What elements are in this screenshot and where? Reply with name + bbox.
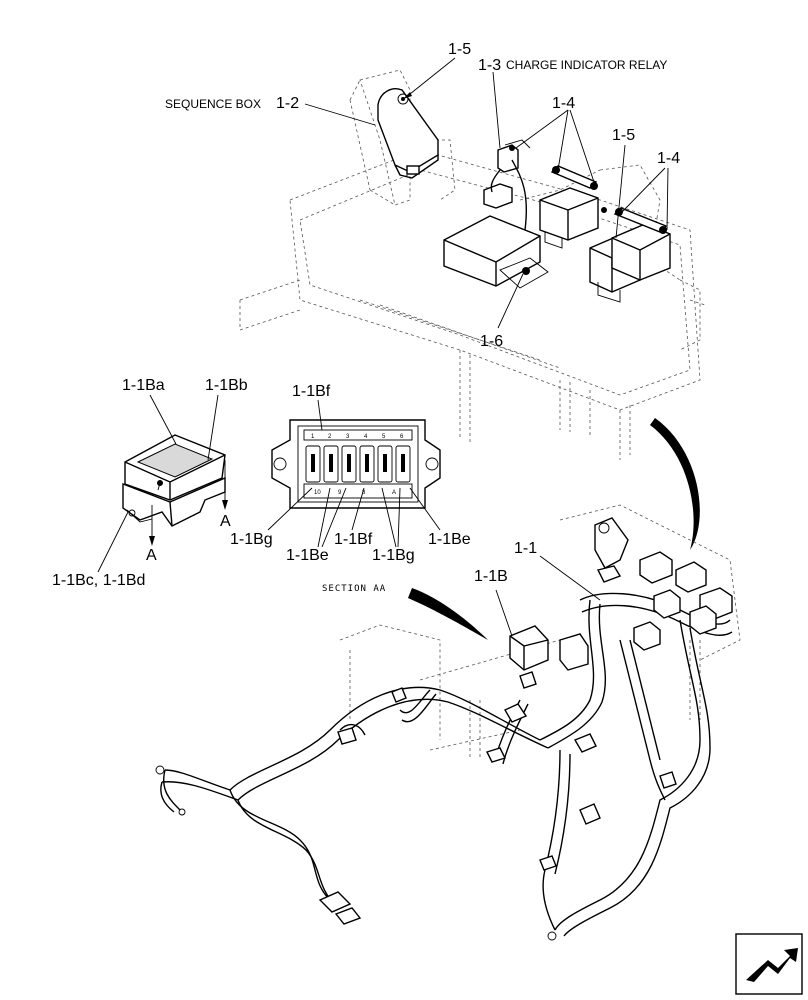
label-section-aa: SECTION AA [322,584,386,594]
fuse-box-1-1B [122,434,226,527]
pin-1: 1 [311,434,315,440]
label-1-6: 1-6 [480,333,503,350]
label-section-arrow-a2: A [146,547,157,564]
pin-a: A [392,490,396,496]
upper-platform-frame [239,69,706,460]
pin-9: 9 [338,490,342,496]
callout-swoosh-right [650,418,700,550]
pin-8: 8 [362,490,366,496]
relay-middle [539,165,599,249]
section-aa-connector: 1 2 3 4 5 6 10 9 8 A [271,419,441,509]
label-1-1B: 1-1B [474,568,508,585]
label-1-2: 1-2 [276,95,299,112]
label-sequence-box: SEQUENCE BOX [165,97,261,111]
label-1-1Ba: 1-1Ba [122,377,165,394]
section-arrow-a1 [222,460,228,510]
label-1-1Bg-b: 1-1Bg [372,547,415,564]
charge-indicator-relay [483,139,531,231]
pin-4: 4 [364,434,368,440]
label-1-1Bf-top: 1-1Bf [292,383,331,400]
callout-swoosh-left [408,588,488,640]
next-page-arrow-icon[interactable] [735,933,803,995]
label-1-5-top: 1-5 [448,41,471,58]
label-1-1: 1-1 [514,540,537,557]
main-harness [160,592,733,937]
label-1-1Bc-1-1Bd: 1-1Bc, 1-1Bd [52,572,145,589]
label-1-1Be-b: 1-1Be [428,531,471,548]
label-1-1Bb: 1-1Bb [205,377,248,394]
pin-5: 5 [382,434,386,440]
label-1-1Bg-a: 1-1Bg [230,531,273,548]
label-1-1Bf-b: 1-1Bf [334,531,373,548]
fuse-leader-lines [97,394,219,573]
pin-10: 10 [314,490,321,496]
pin-6: 6 [400,434,404,440]
fuse-slots [305,445,411,483]
pin-3: 3 [346,434,350,440]
module-1-6 [443,215,549,289]
top-leader-lines [304,57,669,329]
label-1-5-b: 1-5 [612,127,635,144]
pin-2: 2 [328,434,332,440]
section-arrow-a2 [149,505,155,546]
label-1-4-a: 1-4 [552,95,575,112]
lower-leader-lines [495,555,601,637]
section-leader-lines [267,399,441,548]
label-section-arrow-a1: A [220,513,231,530]
sequence-box [377,88,439,179]
label-1-4-b: 1-4 [657,150,680,167]
harness-connectors [155,517,733,941]
label-charge-indicator-relay: CHARGE INDICATOR RELAY [506,58,667,72]
label-1-3: 1-3 [478,57,501,74]
label-1-1Be-a: 1-1Be [286,547,329,564]
relay-right [589,207,671,303]
